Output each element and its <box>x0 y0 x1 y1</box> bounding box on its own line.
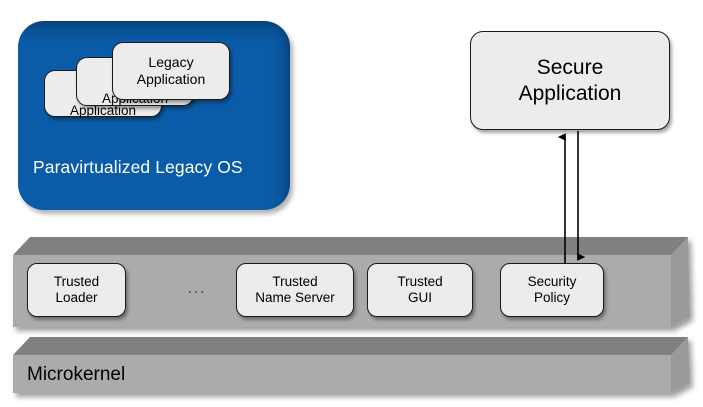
trusted-gui-box[interactable]: Trusted GUI <box>367 263 473 317</box>
services-ellipsis: ... <box>187 280 207 297</box>
legacy-app-line2-3: Application <box>136 71 206 87</box>
secure-app-line2: Application <box>518 81 622 105</box>
paravirtualized-legacy-os-label: Paravirtualized Legacy OS <box>33 157 243 177</box>
trusted-gui-line2: GUI <box>407 290 432 305</box>
legacy-application-label-3: Legacy Application <box>137 54 206 87</box>
security-policy-label: Security Policy <box>528 274 577 306</box>
trusted-name-server-line2: Name Server <box>255 290 335 305</box>
trusted-loader-box[interactable]: Trusted Loader <box>27 263 126 317</box>
trusted-gui-line1: Trusted <box>397 274 443 290</box>
trusted-name-server-box[interactable]: Trusted Name Server <box>236 263 354 317</box>
microkernel-label: Microkernel <box>27 364 126 385</box>
security-policy-box[interactable]: Security Policy <box>500 263 604 317</box>
trusted-name-server-label: Trusted Name Server <box>255 274 335 306</box>
secure-app-line1: Secure <box>536 55 604 79</box>
trusted-name-server-line1: Trusted <box>272 274 318 290</box>
microkernel-slab <box>13 337 690 393</box>
trusted-loader-line2: Loader <box>55 290 98 305</box>
secure-application-box[interactable]: Secure Application <box>470 31 670 130</box>
security-policy-line1: Security <box>527 274 577 290</box>
trusted-gui-label: Trusted GUI <box>397 274 442 306</box>
legacy-app-line1-3: Legacy <box>148 54 194 71</box>
legacy-app-line2-1: Application <box>69 102 137 118</box>
trusted-loader-label: Trusted Loader <box>54 274 99 306</box>
trusted-loader-line1: Trusted <box>53 274 100 290</box>
legacy-application-box-3[interactable]: Legacy Application <box>112 42 230 100</box>
secure-application-label: Secure Application <box>519 55 622 106</box>
security-policy-line2: Policy <box>533 290 570 305</box>
